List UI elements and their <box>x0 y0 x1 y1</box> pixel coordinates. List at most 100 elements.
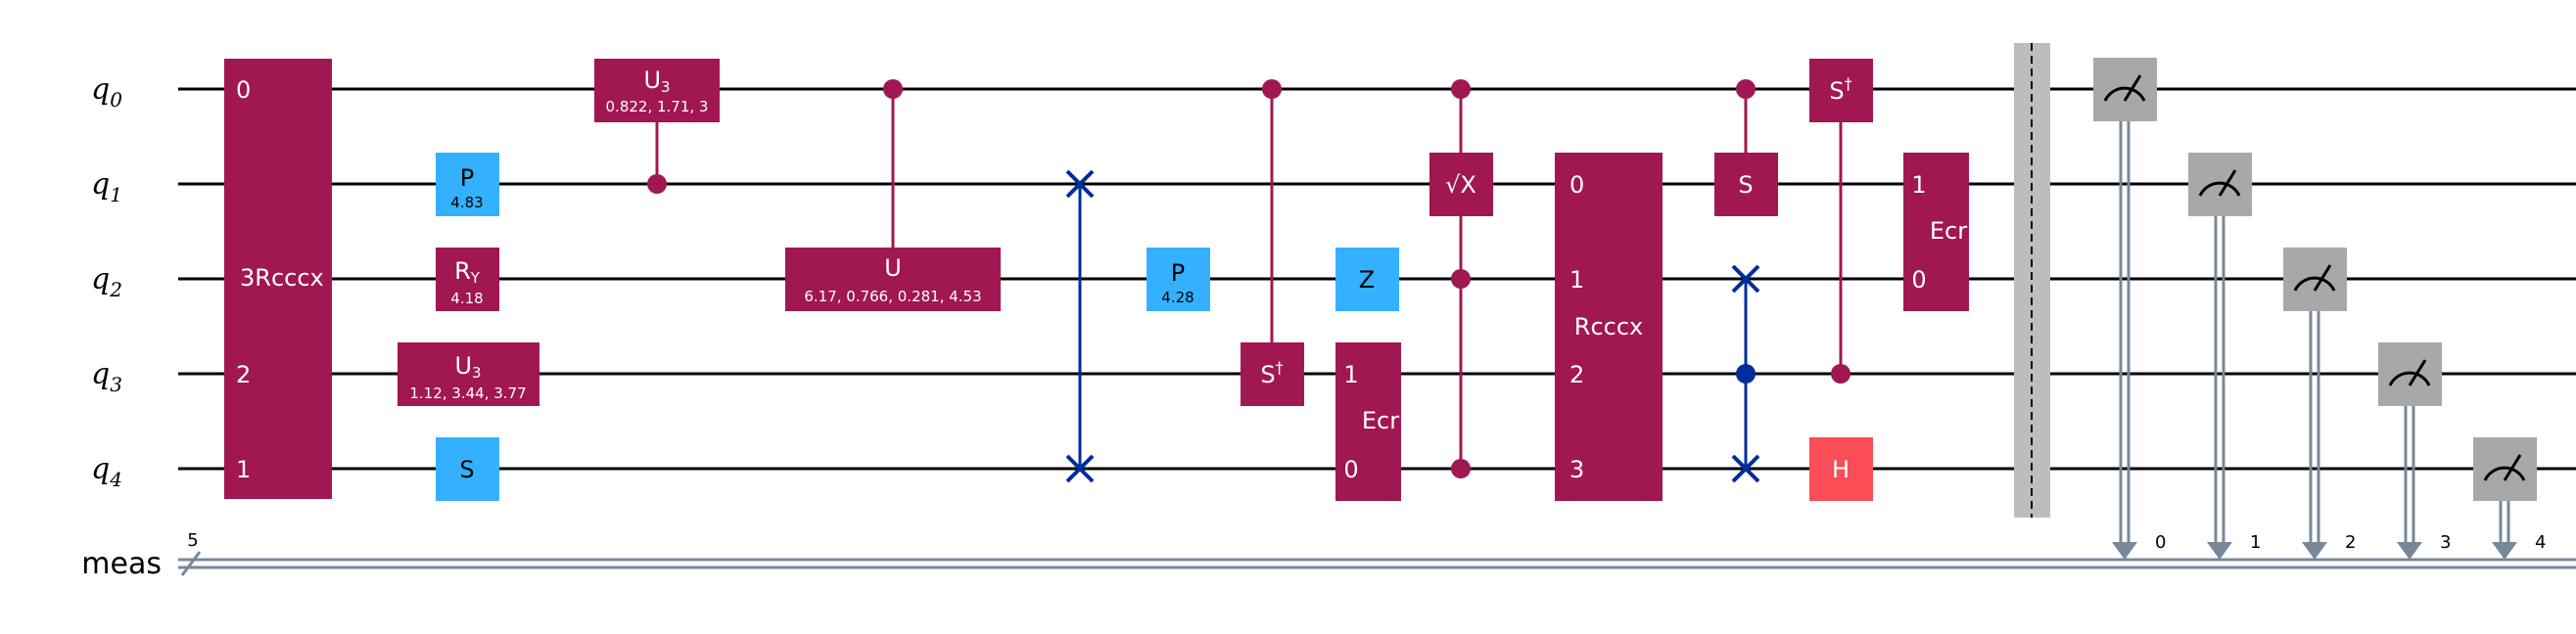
meter-arc-icon <box>2388 371 2431 386</box>
gate-ecr-q3-q4-label: Ecr <box>1362 407 1399 434</box>
measure-arrow-icon <box>2207 542 2232 560</box>
gate-rcccx[interactable]: 0 1 2 3 Rcccx <box>1555 153 1663 501</box>
gate-3rcccx-port-q0: 0 <box>236 76 251 104</box>
gate-p-q1-param: 4.83 <box>450 194 483 211</box>
gate-mcsx-control-dot-q0 <box>1451 79 1471 99</box>
gate-cswap[interactable] <box>1731 264 1760 483</box>
measurements: 0 1 2 3 4 <box>2093 58 2546 560</box>
gate-cu3-label: U3 <box>643 67 670 96</box>
gate-z-q2-box <box>1335 248 1399 311</box>
gate-u3-q3-param: 1.12, 3.44, 3.77 <box>409 385 526 402</box>
gate-z-q2[interactable]: Z <box>1335 248 1399 311</box>
meter-needle-icon <box>2503 454 2522 481</box>
gate-cswap-control-dot <box>1736 364 1756 384</box>
gate-cs[interactable]: S <box>1714 79 1778 216</box>
classical-register-label: meas <box>81 547 162 581</box>
gate-cu[interactable]: U 6.17, 0.766, 0.281, 4.53 <box>785 79 1001 311</box>
measure-arrow-icon <box>2112 542 2137 560</box>
gate-ry-q2-label: RY <box>454 257 481 287</box>
gate-csdg-q0-box <box>1809 59 1873 122</box>
gate-s-q4[interactable]: S <box>436 437 499 501</box>
gate-csdg-q0-control-dot <box>1831 364 1850 384</box>
qubit-label-2: q2 <box>91 262 122 301</box>
classical-register-width: 5 <box>187 530 198 551</box>
meter-arc-icon <box>2198 181 2241 197</box>
gate-cu3-control-dot <box>647 174 667 194</box>
gate-u3-q3[interactable]: U3 1.12, 3.44, 3.77 <box>398 342 539 406</box>
gate-ecr-q1-q2-label: Ecr <box>1930 217 1967 245</box>
gate-u3-q3-label: U3 <box>454 352 481 382</box>
gate-3rcccx-box <box>224 59 332 499</box>
measure-bit-label: 4 <box>2535 532 2546 553</box>
gate-ry-q2[interactable]: RY 4.18 <box>436 248 499 311</box>
qubit-label-1: q1 <box>91 167 122 206</box>
gate-mcsx-box <box>1429 153 1493 216</box>
gate-3rcccx-port-q4: 1 <box>236 456 251 483</box>
gate-rcccx-port-q3: 2 <box>1569 361 1584 388</box>
measure-gate-q1[interactable]: 1 <box>2188 153 2261 560</box>
gate-ecr-q3-q4-port-0: 0 <box>1343 456 1358 483</box>
meter-needle-icon <box>2408 359 2427 386</box>
gate-cu3-param: 0.822, 1.71, 3 <box>606 98 709 115</box>
gate-p-q2[interactable]: P 4.28 <box>1147 248 1210 311</box>
gate-rcccx-box <box>1555 153 1663 501</box>
gate-ry-q2-param: 4.18 <box>450 290 483 307</box>
swap-cross-icon <box>1731 264 1760 294</box>
measure-bit-label: 1 <box>2250 532 2261 553</box>
measure-arrow-icon <box>2492 542 2517 560</box>
gate-cs-control-dot <box>1736 79 1756 99</box>
barrier[interactable] <box>2014 43 2050 518</box>
gate-ecr-q3-q4-box <box>1335 342 1401 501</box>
gate-h-q4[interactable]: H <box>1809 437 1873 501</box>
gate-mcsx[interactable]: √X <box>1429 79 1493 478</box>
gate-cu-box <box>785 248 1001 311</box>
gate-ecr-q1-q2[interactable]: 1 Ecr 0 <box>1903 153 1969 311</box>
gate-3rcccx-label: 3Rcccx <box>240 264 324 292</box>
gate-csdg-q3-label: S† <box>1260 358 1283 388</box>
gate-ecr-q1-q2-port-1: 1 <box>1911 171 1926 199</box>
gate-ecr-q1-q2-box <box>1903 153 1969 311</box>
measure-bit-label: 3 <box>2440 532 2451 553</box>
measure-gate-q2[interactable]: 2 <box>2283 248 2356 560</box>
gate-cu3-box <box>594 59 720 122</box>
measure-gate-q4[interactable]: 4 <box>2473 437 2546 560</box>
gate-p-q1-box <box>436 153 499 216</box>
measure-gate-q3[interactable]: 3 <box>2378 342 2451 560</box>
gate-cu3[interactable]: U3 0.822, 1.71, 3 <box>594 59 720 194</box>
classical-wire: 5 <box>178 530 2576 576</box>
gate-ecr-q1-q2-port-0: 0 <box>1911 266 1926 294</box>
swap-cross-icon <box>1731 454 1760 483</box>
qubit-label-4: q4 <box>91 452 122 491</box>
classical-bus-slash <box>180 551 202 576</box>
gate-rcccx-port-q1: 0 <box>1569 171 1584 199</box>
measure-bit-label: 0 <box>2155 532 2166 553</box>
gate-cu-control-dot <box>883 79 903 99</box>
gate-3rcccx-port-q3: 2 <box>236 361 251 388</box>
gate-mcsx-control-dot-q4 <box>1451 459 1471 478</box>
gate-swap-q1-q4[interactable] <box>1065 169 1095 483</box>
gate-p-q2-label: P <box>1171 259 1185 287</box>
gate-csdg-q3[interactable]: S† <box>1241 79 1304 406</box>
gate-z-q2-label: Z <box>1359 266 1375 294</box>
gate-rcccx-port-q4: 3 <box>1569 456 1584 483</box>
measure-arrow-icon <box>2397 542 2422 560</box>
gate-cu-label: U <box>884 254 902 282</box>
gate-ry-q2-box <box>436 248 499 311</box>
gate-ecr-q3-q4[interactable]: 1 Ecr 0 <box>1335 342 1401 501</box>
swap-cross-icon <box>1065 454 1095 483</box>
meter-arc-icon <box>2293 276 2336 292</box>
measure-gate-q0[interactable]: 0 <box>2093 58 2166 560</box>
meter-arc-icon <box>2103 86 2146 102</box>
gate-csdg-q3-control-dot <box>1262 79 1282 99</box>
gate-p-q2-box <box>1147 248 1210 311</box>
gate-p-q1[interactable]: P 4.83 <box>436 153 499 216</box>
gate-csdg-q0[interactable]: S† <box>1809 59 1873 384</box>
gate-cs-label: S <box>1738 171 1753 199</box>
gate-rcccx-label: Rcccx <box>1574 313 1643 340</box>
gate-3rcccx[interactable]: 3Rcccx 0 2 1 <box>224 59 332 499</box>
gate-p-q1-label: P <box>460 164 474 192</box>
gate-csdg-q3-box <box>1241 342 1304 406</box>
measure-arrow-icon <box>2302 542 2327 560</box>
gate-s-q4-box <box>436 437 499 501</box>
qubit-labels: q0 q1 q2 q3 q4 meas <box>81 72 162 581</box>
